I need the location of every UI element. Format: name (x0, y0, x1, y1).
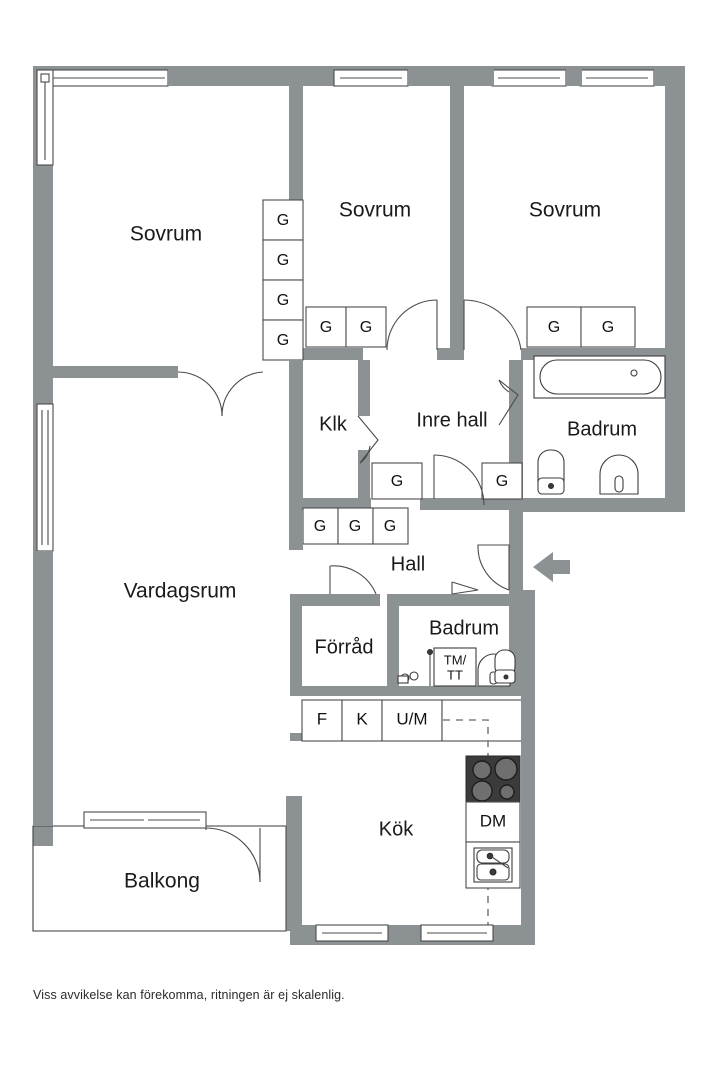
door-balkong (205, 827, 261, 883)
vardagsrum-walls (289, 510, 303, 550)
kitchen-sink (465, 841, 521, 889)
closet-row-sovrum2: G G (305, 306, 387, 348)
bathtub-badrum-1 (533, 355, 666, 399)
kitchen-appliance-row: F K U/M (301, 699, 524, 742)
room-label-inre-hall: Inre hall (416, 409, 487, 431)
closet-g-label: G (384, 518, 396, 535)
stove (465, 755, 521, 803)
door-forrad (329, 565, 377, 595)
closet-g-label: G (320, 319, 332, 336)
closet-inre-hall-right: G (481, 462, 523, 500)
room-label-vardagsrum: Vardagsrum (124, 580, 237, 603)
room-label-kok: Kök (379, 818, 414, 840)
window-top-sovrum2 (333, 69, 409, 87)
closet-inre-hall-left: G (371, 462, 423, 500)
toilet-badrum-2 (494, 649, 516, 684)
room-label-balkong: Balkong (124, 870, 200, 893)
closet-g-label: G (391, 473, 403, 490)
closet-g-label: G (548, 319, 560, 336)
door-sovrum2 (386, 299, 438, 351)
fridge-label: F (317, 709, 327, 728)
room-label-sovrum-2: Sovrum (339, 199, 411, 222)
dishwasher: DM (465, 801, 521, 843)
washer-dryer-label-line2: TT (447, 667, 463, 682)
closet-g-label: G (277, 212, 289, 229)
sink-badrum-1 (599, 454, 639, 495)
room-label-klk: Klk (319, 413, 348, 435)
freezer-label: K (356, 709, 368, 728)
window-kok-right (420, 924, 494, 942)
door-sovrum3 (463, 299, 522, 351)
room-label-badrum-lower: Badrum (429, 617, 499, 639)
entrance-door (477, 544, 510, 591)
washer-dryer-badrum-2: TM/ TT (427, 647, 477, 687)
window-left-vardagsrum (36, 403, 54, 552)
closet-row-hall: G G G (302, 507, 409, 545)
entrance-arrow (533, 552, 570, 582)
room-label-hall: Hall (391, 553, 425, 575)
closet-g-label: G (602, 319, 614, 336)
window-kok-left (315, 924, 389, 942)
room-label-forrad: Förråd (315, 636, 374, 658)
room-label-sovrum-3: Sovrum (529, 199, 601, 222)
door-sovrum1 (177, 371, 264, 417)
closet-g-label: G (277, 332, 289, 349)
closet-g-label: G (496, 473, 508, 490)
balkong-structure (32, 796, 302, 932)
window-corner-sovrum1 (36, 69, 169, 166)
floor-drain-badrum-2 (397, 671, 419, 684)
door-inre-hall (433, 454, 485, 506)
door-badrum-2 (451, 581, 479, 595)
oven-micro-label: U/M (396, 709, 427, 728)
closet-g-label: G (314, 518, 326, 535)
door-badrum-1 (498, 379, 519, 426)
washer-dryer-label-line1: TM/ (444, 652, 467, 667)
kitchen-counter-dashed (443, 719, 489, 940)
closet-g-label: G (277, 252, 289, 269)
closet-row-sovrum3: G G (526, 306, 636, 348)
room-label-badrum-upper: Badrum (567, 418, 637, 440)
room-label-sovrum-1: Sovrum (130, 223, 202, 246)
disclaimer-text: Viss avvikelse kan förekomma, ritningen … (33, 988, 345, 1002)
door-klk (357, 415, 379, 464)
window-balkong-door (83, 811, 207, 829)
toilet-badrum-1 (537, 449, 565, 495)
window-top-sovrum3-a (491, 69, 567, 87)
dishwasher-label: DM (480, 811, 506, 830)
closet-g-label: G (349, 518, 361, 535)
closet-column-sovrum1: G G G G (262, 199, 304, 361)
closet-g-label: G (360, 319, 372, 336)
closet-g-label: G (277, 292, 289, 309)
window-top-sovrum3-b (579, 69, 655, 87)
wall-stubs (33, 66, 685, 826)
